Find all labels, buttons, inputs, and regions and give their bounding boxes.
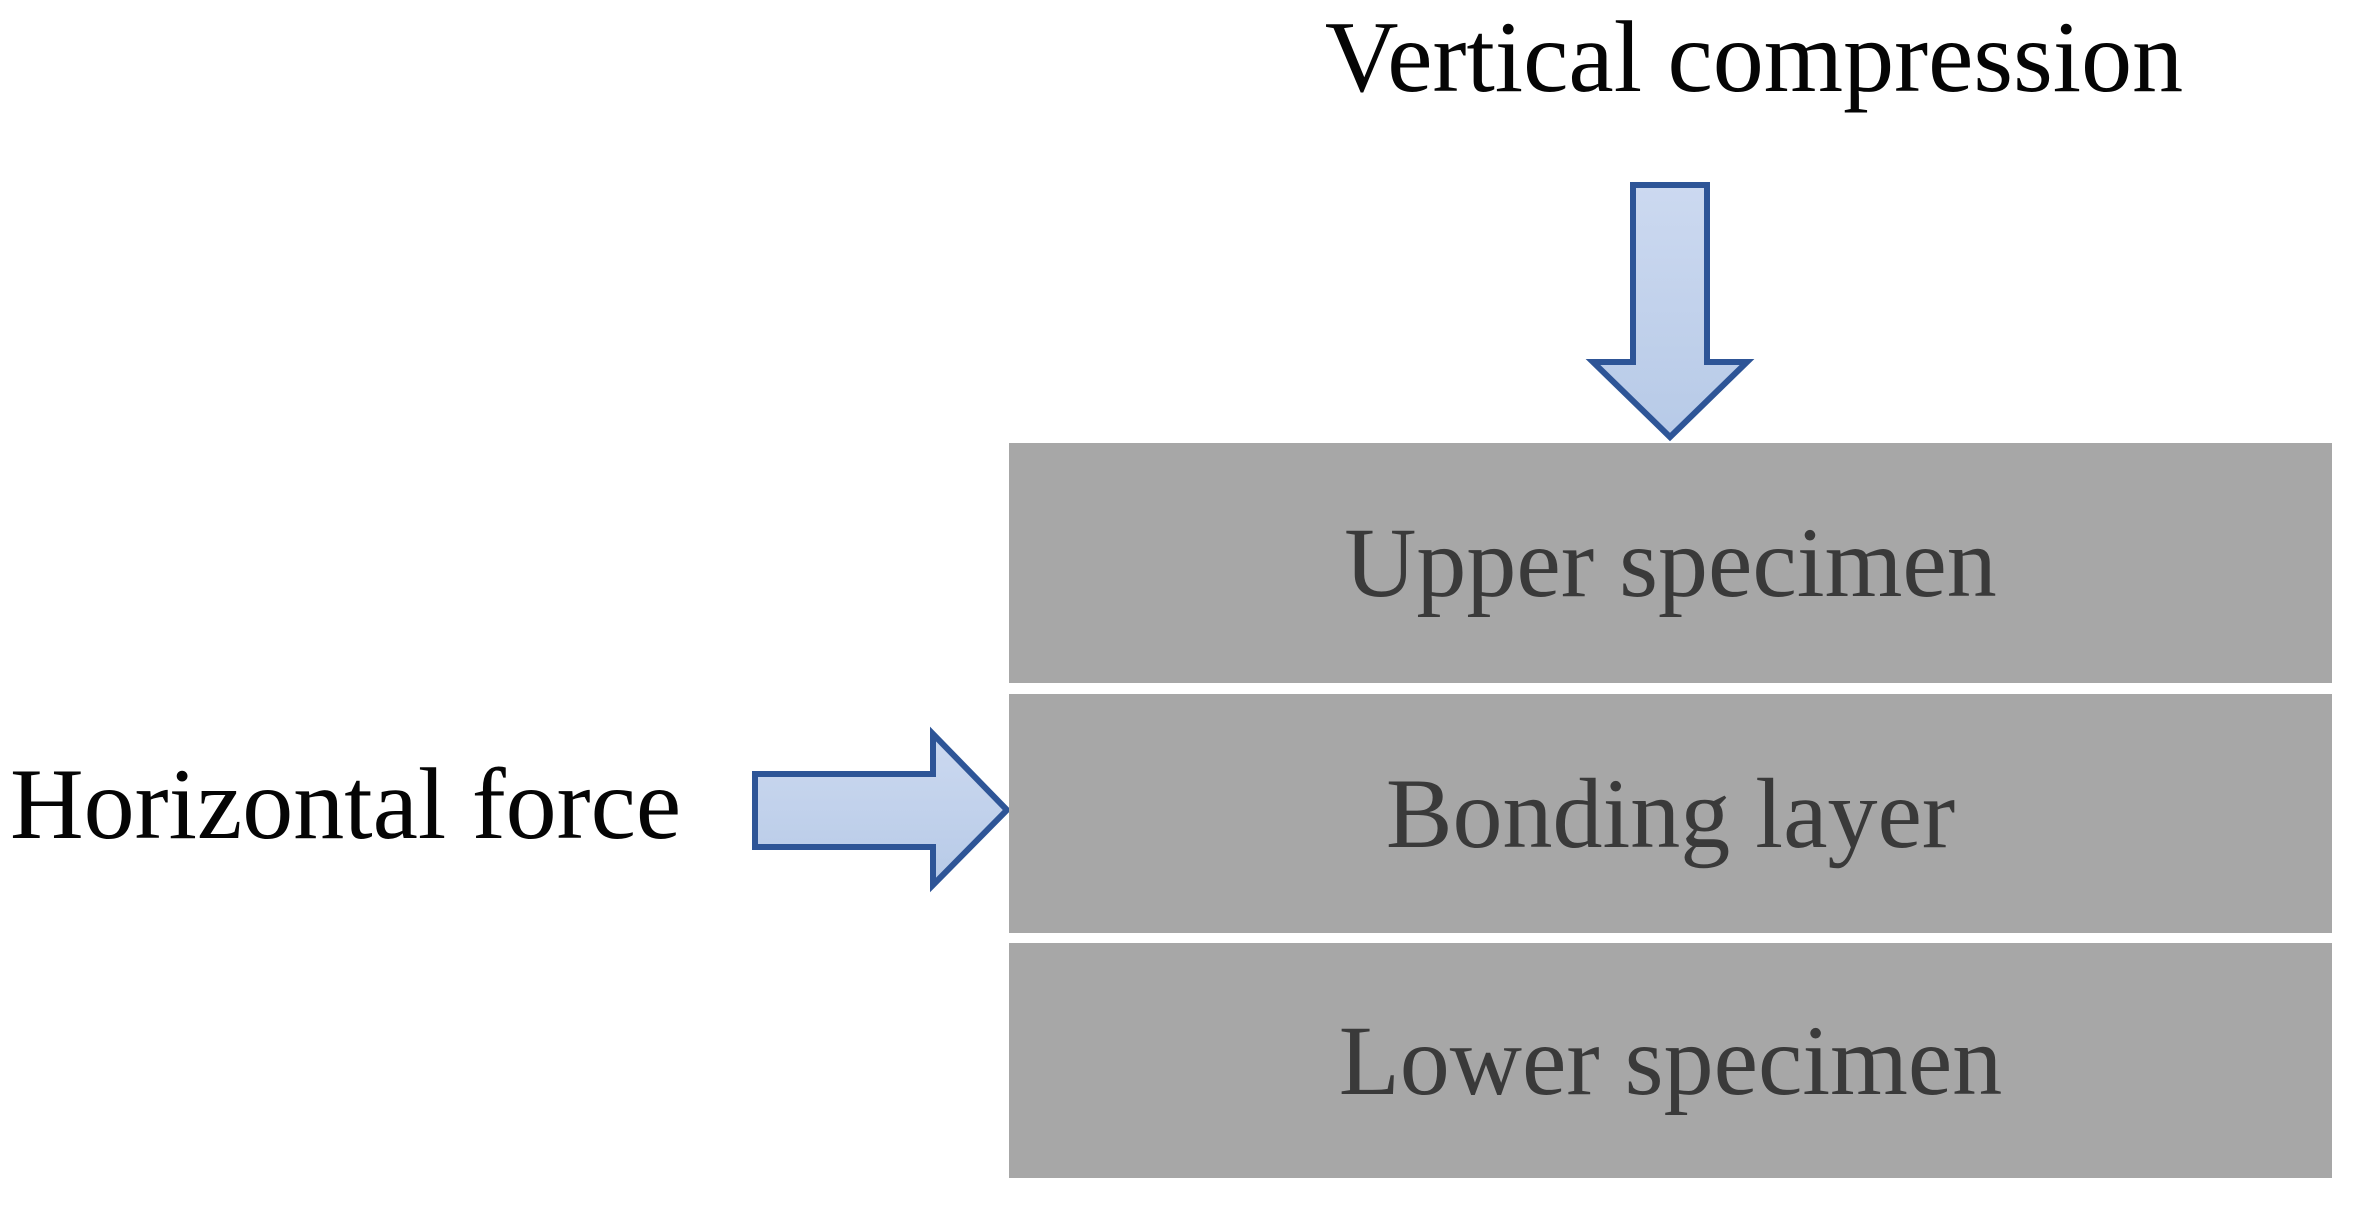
layer-lower-specimen-label: Lower specimen xyxy=(1338,1004,2003,1116)
vertical-compression-label: Vertical compression xyxy=(1324,1,2184,114)
horizontal-force-label: Horizontal force xyxy=(10,748,682,861)
layer-bonding: Bonding layer xyxy=(1009,694,2332,933)
layer-upper-specimen: Upper specimen xyxy=(1009,443,2332,683)
specimen-stack: Upper specimen Bonding layer Lower speci… xyxy=(1009,443,2332,1178)
layer-bonding-label: Bonding layer xyxy=(1385,757,1956,869)
layer-lower-specimen: Lower specimen xyxy=(1009,943,2332,1178)
right-arrow-icon xyxy=(752,726,1012,893)
down-arrow-icon xyxy=(1585,182,1755,442)
layer-upper-specimen-label: Upper specimen xyxy=(1344,507,1997,618)
